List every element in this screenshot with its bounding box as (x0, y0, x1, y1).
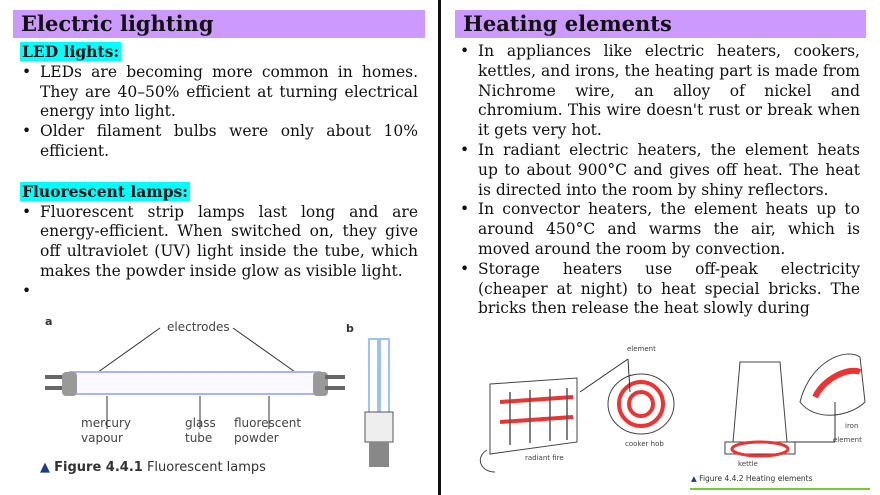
column-divider (438, 0, 441, 495)
fluorescent-tube-drawing (45, 327, 394, 467)
right-heading: Heating elements (455, 10, 866, 38)
label-element-2: element (833, 436, 862, 444)
heating-elements-figure: element radiant fire cooker hob kettle i… (455, 342, 870, 492)
heating-elements-drawing (479, 353, 870, 490)
label-element: element (627, 345, 656, 353)
label-kettle: kettle (738, 460, 758, 468)
label-electrodes: electrodes (167, 320, 230, 334)
list-item: In appliances like electric heaters, coo… (458, 42, 860, 141)
right-column: In appliances like electric heaters, coo… (458, 42, 860, 319)
left-column: LED lights: LEDs are becoming more commo… (20, 42, 418, 302)
list-item: LEDs are becoming more common in homes. … (20, 63, 418, 122)
label-b: b (346, 322, 354, 335)
label-iron: iron (845, 422, 859, 430)
figure-caption: ▲ Figure 4.4.2 Heating elements (691, 474, 813, 483)
list-item: Fluorescent strip lamps last long and ar… (20, 203, 418, 282)
label-radiant-fire: radiant fire (525, 454, 564, 462)
label-cooker-hob: cooker hob (625, 440, 664, 448)
list-item-partial (20, 282, 418, 302)
left-heading: Electric lighting (13, 10, 425, 38)
list-item: In convector heaters, the element heats … (458, 200, 860, 259)
label-a: a (45, 315, 53, 328)
list-item: In radiant electric heaters, the element… (458, 141, 860, 200)
figure-caption: ▲ Figure 4.4.1 Fluorescent lamps (40, 460, 266, 475)
list-item: Older filament bulbs were only about 10%… (20, 122, 418, 162)
list-item: Storage heaters use off-peak electricity… (458, 260, 860, 319)
led-subheading: LED lights: (20, 42, 122, 61)
fluorescent-subheading: Fluorescent lamps: (20, 181, 190, 201)
